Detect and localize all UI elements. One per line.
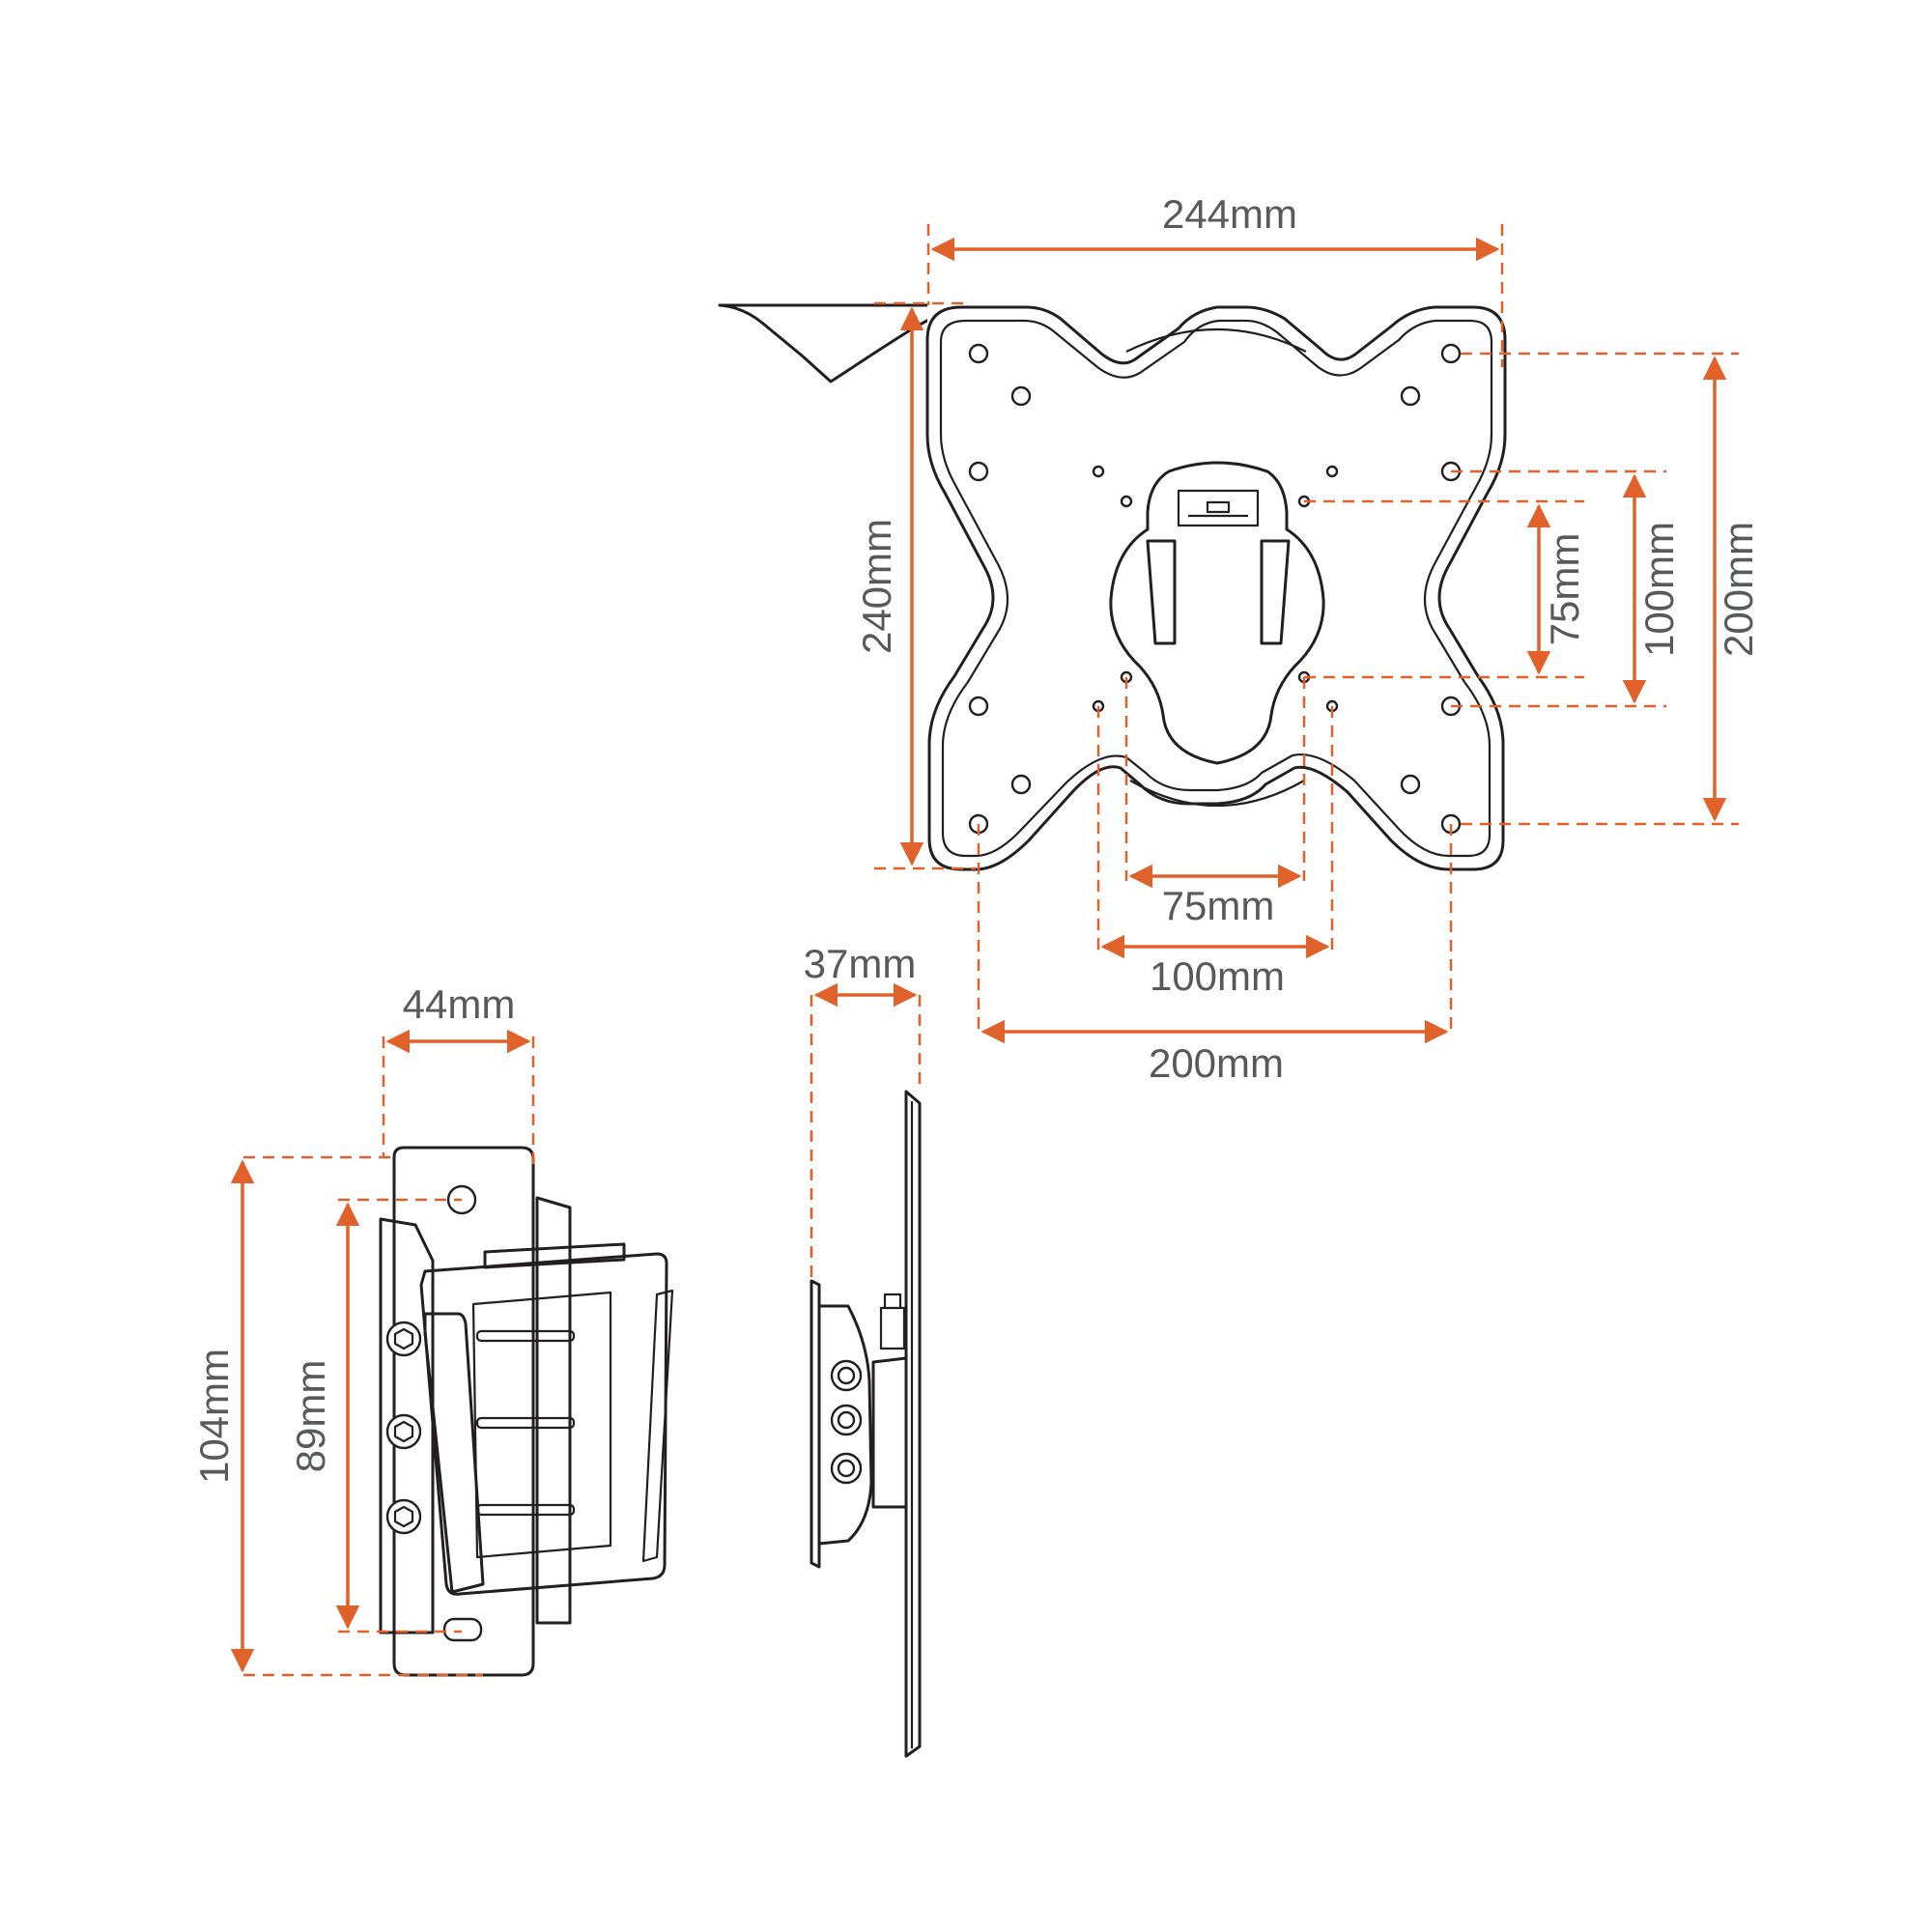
latch-housing bbox=[1177, 489, 1260, 527]
bracket-bottom-slot bbox=[442, 1617, 483, 1642]
plate-inner-contour bbox=[939, 319, 1493, 858]
hook-left bbox=[1146, 539, 1177, 645]
bracket-dimensions: 44mm 104mm 89mm bbox=[191, 981, 535, 1677]
bracket-bolt-mid bbox=[385, 1413, 422, 1450]
bracket-bar-mid bbox=[475, 1416, 576, 1430]
profile-joint-body bbox=[817, 1304, 873, 1546]
hole-75-tl bbox=[1120, 495, 1133, 508]
hole-side-tl bbox=[968, 461, 989, 482]
label-vesa-h-200: 200mm bbox=[1149, 1040, 1284, 1086]
label-profile-depth: 37mm bbox=[804, 941, 917, 986]
bolt-hex-icon bbox=[393, 1327, 414, 1350]
profile-bolt-mid-inner bbox=[837, 1410, 856, 1430]
hole-100-tr bbox=[1325, 465, 1339, 478]
bolt-hex-icon bbox=[393, 1420, 414, 1443]
hole-extra-br bbox=[1400, 774, 1421, 795]
bracket-right-strip bbox=[641, 1289, 674, 1563]
label-vesa-h-75: 75mm bbox=[1162, 883, 1275, 928]
bracket-bolts bbox=[385, 1321, 422, 1535]
plate-upper-arc bbox=[1125, 328, 1307, 353]
bracket-bar-top bbox=[475, 1329, 576, 1343]
wall-bracket-view bbox=[379, 1146, 674, 1677]
label-wall-plate-height: 104mm bbox=[191, 1349, 237, 1484]
profile-bolt-top-inner bbox=[837, 1366, 856, 1385]
hole-side-bl bbox=[968, 696, 989, 717]
profile-wall-plate bbox=[810, 1279, 821, 1569]
label-plate-height: 240mm bbox=[854, 519, 899, 654]
label-vesa-v-200: 200mm bbox=[1716, 522, 1761, 657]
bolt-hex-icon bbox=[393, 1505, 414, 1528]
hole-extra-tr bbox=[1400, 385, 1421, 407]
hole-100-tl bbox=[1092, 465, 1105, 478]
label-wall-plate-depth: 44mm bbox=[403, 981, 516, 1027]
bracket-bolt-top bbox=[385, 1321, 422, 1357]
plate-lower-arc bbox=[1129, 780, 1305, 807]
bracket-bar-bottom bbox=[475, 1503, 576, 1517]
label-wall-plate-hole-spacing: 89mm bbox=[288, 1360, 333, 1473]
label-vesa-h-100: 100mm bbox=[1150, 953, 1285, 999]
hook-right bbox=[1260, 539, 1291, 645]
bracket-bolt-bottom bbox=[385, 1498, 422, 1535]
bracket-left-rail bbox=[379, 1217, 435, 1634]
label-vesa-v-100: 100mm bbox=[1636, 522, 1682, 657]
bracket-top-bar bbox=[483, 1242, 626, 1269]
label-plate-width: 244mm bbox=[1162, 191, 1297, 237]
latch-knob bbox=[1206, 500, 1231, 514]
plate-dimensions: 244mm 240mm 75mm 100mm 200mm 75mm 100mm bbox=[854, 191, 1761, 1086]
hole-extra-tl bbox=[1010, 385, 1032, 407]
label-vesa-v-75: 75mm bbox=[1542, 533, 1587, 646]
plate-outer-contour bbox=[925, 305, 1507, 871]
side-profile-view bbox=[810, 1090, 922, 1758]
profile-dimensions: 37mm bbox=[804, 941, 922, 1279]
hole-extra-bl bbox=[1010, 774, 1032, 795]
vesa-plate-clean bbox=[925, 290, 1507, 889]
profile-tv-plate bbox=[904, 1090, 922, 1758]
profile-latch bbox=[879, 1293, 906, 1350]
bracket-wall-plate bbox=[392, 1146, 535, 1677]
plate-center-opening bbox=[1109, 461, 1325, 765]
profile-arm bbox=[871, 1356, 908, 1509]
profile-bolt-bottom-inner bbox=[837, 1459, 856, 1478]
bracket-tilt-frame bbox=[419, 1252, 668, 1596]
hole-200-tr bbox=[1440, 343, 1462, 364]
bracket-front-arm bbox=[423, 1312, 485, 1594]
bracket-rear-panel bbox=[535, 1196, 572, 1625]
hole-200-tl bbox=[968, 343, 989, 364]
